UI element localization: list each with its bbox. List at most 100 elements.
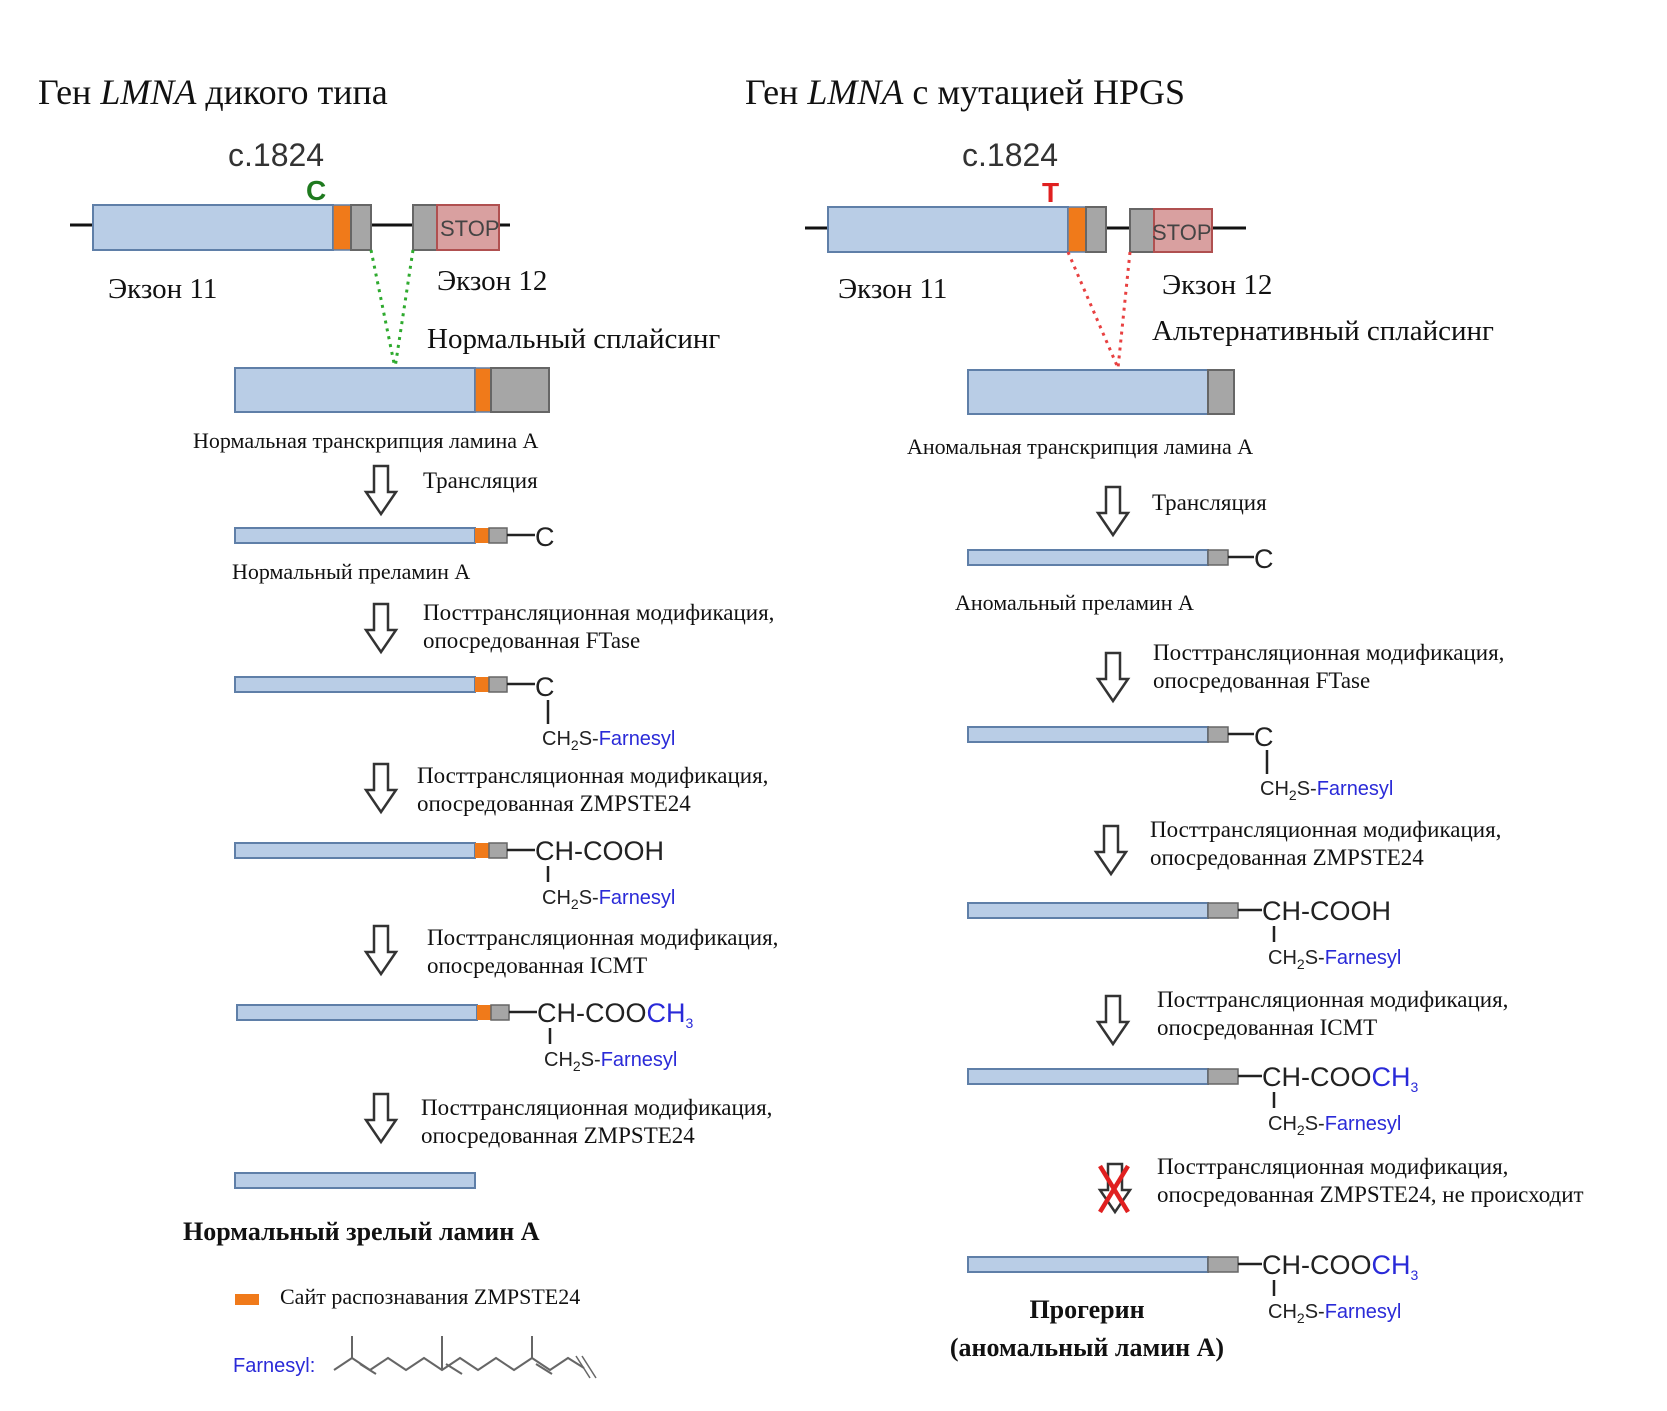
left-prelamin: C: [234, 522, 555, 552]
stop-box: [1153, 208, 1213, 253]
stop-label: STOP: [1152, 220, 1212, 245]
svg-text:CH2S-Farnesyl: CH2S-Farnesyl: [544, 1049, 677, 1074]
exon12-grey: [1129, 208, 1155, 253]
left-transcript-tail: [490, 367, 550, 413]
exon11-tail: [350, 204, 372, 251]
zmpste24-site: [332, 204, 352, 251]
left-step2-line1: Посттрансляционная модификация,: [417, 763, 768, 788]
svg-text:C: C: [1254, 544, 1274, 574]
svg-text:CH-COOCH3: CH-COOCH3: [537, 998, 694, 1031]
splice-line-b: [393, 249, 415, 369]
right-progerin: CH-COOCH3 CH2S-Farnesyl: [967, 1250, 1419, 1326]
svg-text:CH2S-Farnesyl: CH2S-Farnesyl: [542, 728, 675, 753]
right-nucleotide-label: T: [1042, 177, 1059, 208]
right-title: Ген LMNA с мутацией HPGS: [745, 72, 1185, 112]
right-position-label: c.1824: [962, 137, 1058, 173]
legend-site-label: Сайт распознавания ZMPSTE24: [280, 1284, 580, 1309]
left-step4-arrow: [364, 1092, 398, 1144]
right-step2-arrow: [1094, 824, 1128, 876]
right-cleaved: CH-COOH CH2S-Farnesyl: [967, 896, 1401, 972]
right-methylated: CH-COOCH3 CH2S-Farnesyl: [967, 1062, 1419, 1138]
left-step3-arrow: [364, 924, 398, 976]
right-exon11-label: Экзон 11: [838, 273, 947, 305]
left-step3-line1: Посттрансляционная модификация,: [427, 925, 778, 950]
left-step2-line2: опосредованная ZMPSTE24: [417, 791, 691, 816]
svg-text:CH-COOCH3: CH-COOCH3: [1262, 1250, 1419, 1283]
left-step3-line2: опосредованная ICMT: [427, 953, 647, 978]
right-step1-line2: опосредованная FTase: [1153, 668, 1370, 693]
right-final-label-line2: (аномальный ламин А): [950, 1333, 1224, 1362]
exon11-box: [92, 204, 334, 251]
svg-text:CH2S-Farnesyl: CH2S-Farnesyl: [542, 887, 675, 912]
svg-text:CH2S-Farnesyl: CH2S-Farnesyl: [1268, 1301, 1401, 1326]
stop-label: STOP: [440, 216, 500, 241]
right-transcript-exon: [967, 369, 1209, 415]
right-step3-arrow: [1096, 994, 1130, 1046]
svg-text:CH2S-Farnesyl: CH2S-Farnesyl: [1268, 947, 1401, 972]
alt-splice-line-a: [1066, 251, 1120, 369]
svg-text:CH-COOH: CH-COOH: [535, 836, 664, 866]
left-mature-lamin: [234, 1172, 476, 1189]
zmpste24-site: [1067, 206, 1087, 253]
right-step4-line2: опосредованная ZMPSTE24, не происходит: [1157, 1182, 1584, 1207]
right-prelamin-label: Аномальный преламин А: [955, 590, 1194, 615]
left-exon11-label: Экзон 11: [108, 273, 217, 305]
left-cleaved: CH-COOH CH2S-Farnesyl: [234, 836, 675, 912]
block-x-icon: [1098, 1164, 1130, 1214]
right-prelamin: C: [967, 544, 1274, 574]
svg-text:CH-COOH: CH-COOH: [1262, 896, 1391, 926]
left-gene-structure: STOP: [70, 204, 510, 251]
left-step4-line1: Посттрансляционная модификация,: [421, 1095, 772, 1120]
farnesyl-structure: [333, 1336, 597, 1379]
legend-site-swatch: [235, 1294, 259, 1305]
right-step4-line1: Посттрансляционная модификация,: [1157, 1154, 1508, 1179]
exon11-box: [827, 206, 1069, 253]
left-transcript-site: [474, 367, 492, 413]
left-step1-line2: опосредованная FTase: [423, 628, 640, 653]
right-step3-line2: опосредованная ICMT: [1157, 1015, 1377, 1040]
right-step2-line1: Посттрансляционная модификация,: [1150, 817, 1501, 842]
left-farnesylated: C CH2S-Farnesyl: [234, 672, 675, 753]
left-position-label: c.1824: [228, 137, 324, 173]
stop-box: [436, 204, 500, 251]
right-translation-label: Трансляция: [1152, 490, 1267, 515]
left-step4-line2: опосредованная ZMPSTE24: [421, 1123, 695, 1148]
right-farnesylated: C CH2S-Farnesyl: [967, 722, 1393, 803]
left-step1-line1: Посттрансляционная модификация,: [423, 600, 774, 625]
left-splicing-label: Нормальный сплайсинг: [427, 323, 720, 355]
left-translation-arrow: [364, 464, 398, 516]
svg-text:C: C: [1254, 722, 1274, 752]
left-methylated: CH-COOCH3 CH2S-Farnesyl: [236, 998, 694, 1074]
svg-text:C: C: [535, 672, 555, 702]
exon12-grey: [412, 204, 438, 251]
exon11-tail: [1085, 206, 1107, 253]
left-step2-arrow: [364, 762, 398, 814]
right-transcript-label: Аномальная транскрипция ламина А: [907, 434, 1253, 459]
left-title: Ген LMNA дикого типа: [38, 72, 388, 112]
right-transcript-tail: [1207, 369, 1235, 415]
left-step1-arrow: [364, 602, 398, 654]
alt-splice-line-b: [1116, 251, 1132, 369]
left-final-label: Нормальный зрелый ламин А: [183, 1217, 540, 1246]
right-gene-structure: STOP: [805, 206, 1246, 253]
right-final-label-line1: Прогерин: [1029, 1295, 1144, 1324]
right-panel: Ген LMNA с мутацией HPGS c.1824 T STOP Э…: [745, 72, 1584, 1362]
right-step1-arrow: [1096, 651, 1130, 703]
left-exon12-label: Экзон 12: [437, 265, 547, 297]
right-exon12-label: Экзон 12: [1162, 269, 1272, 301]
left-prelamin-label: Нормальный преламин А: [232, 559, 470, 584]
svg-text:CH-COOCH3: CH-COOCH3: [1262, 1062, 1419, 1095]
right-splicing-label: Альтернативный сплайсинг: [1152, 315, 1494, 347]
splice-line-a: [369, 249, 397, 369]
left-transcript-exon: [234, 367, 476, 413]
svg-text:C: C: [535, 522, 555, 552]
right-step1-line1: Посттрансляционная модификация,: [1153, 640, 1504, 665]
left-translation-label: Трансляция: [423, 468, 538, 493]
right-translation-arrow: [1096, 485, 1130, 537]
right-step2-line2: опосредованная ZMPSTE24: [1150, 845, 1424, 870]
right-step3-line1: Посттрансляционная модификация,: [1157, 987, 1508, 1012]
left-transcript-label: Нормальная транскрипция ламина А: [193, 428, 539, 453]
left-panel: Ген LMNA дикого типа c.1824 C STOP Экзон…: [38, 72, 778, 1379]
svg-text:CH2S-Farnesyl: CH2S-Farnesyl: [1260, 778, 1393, 803]
